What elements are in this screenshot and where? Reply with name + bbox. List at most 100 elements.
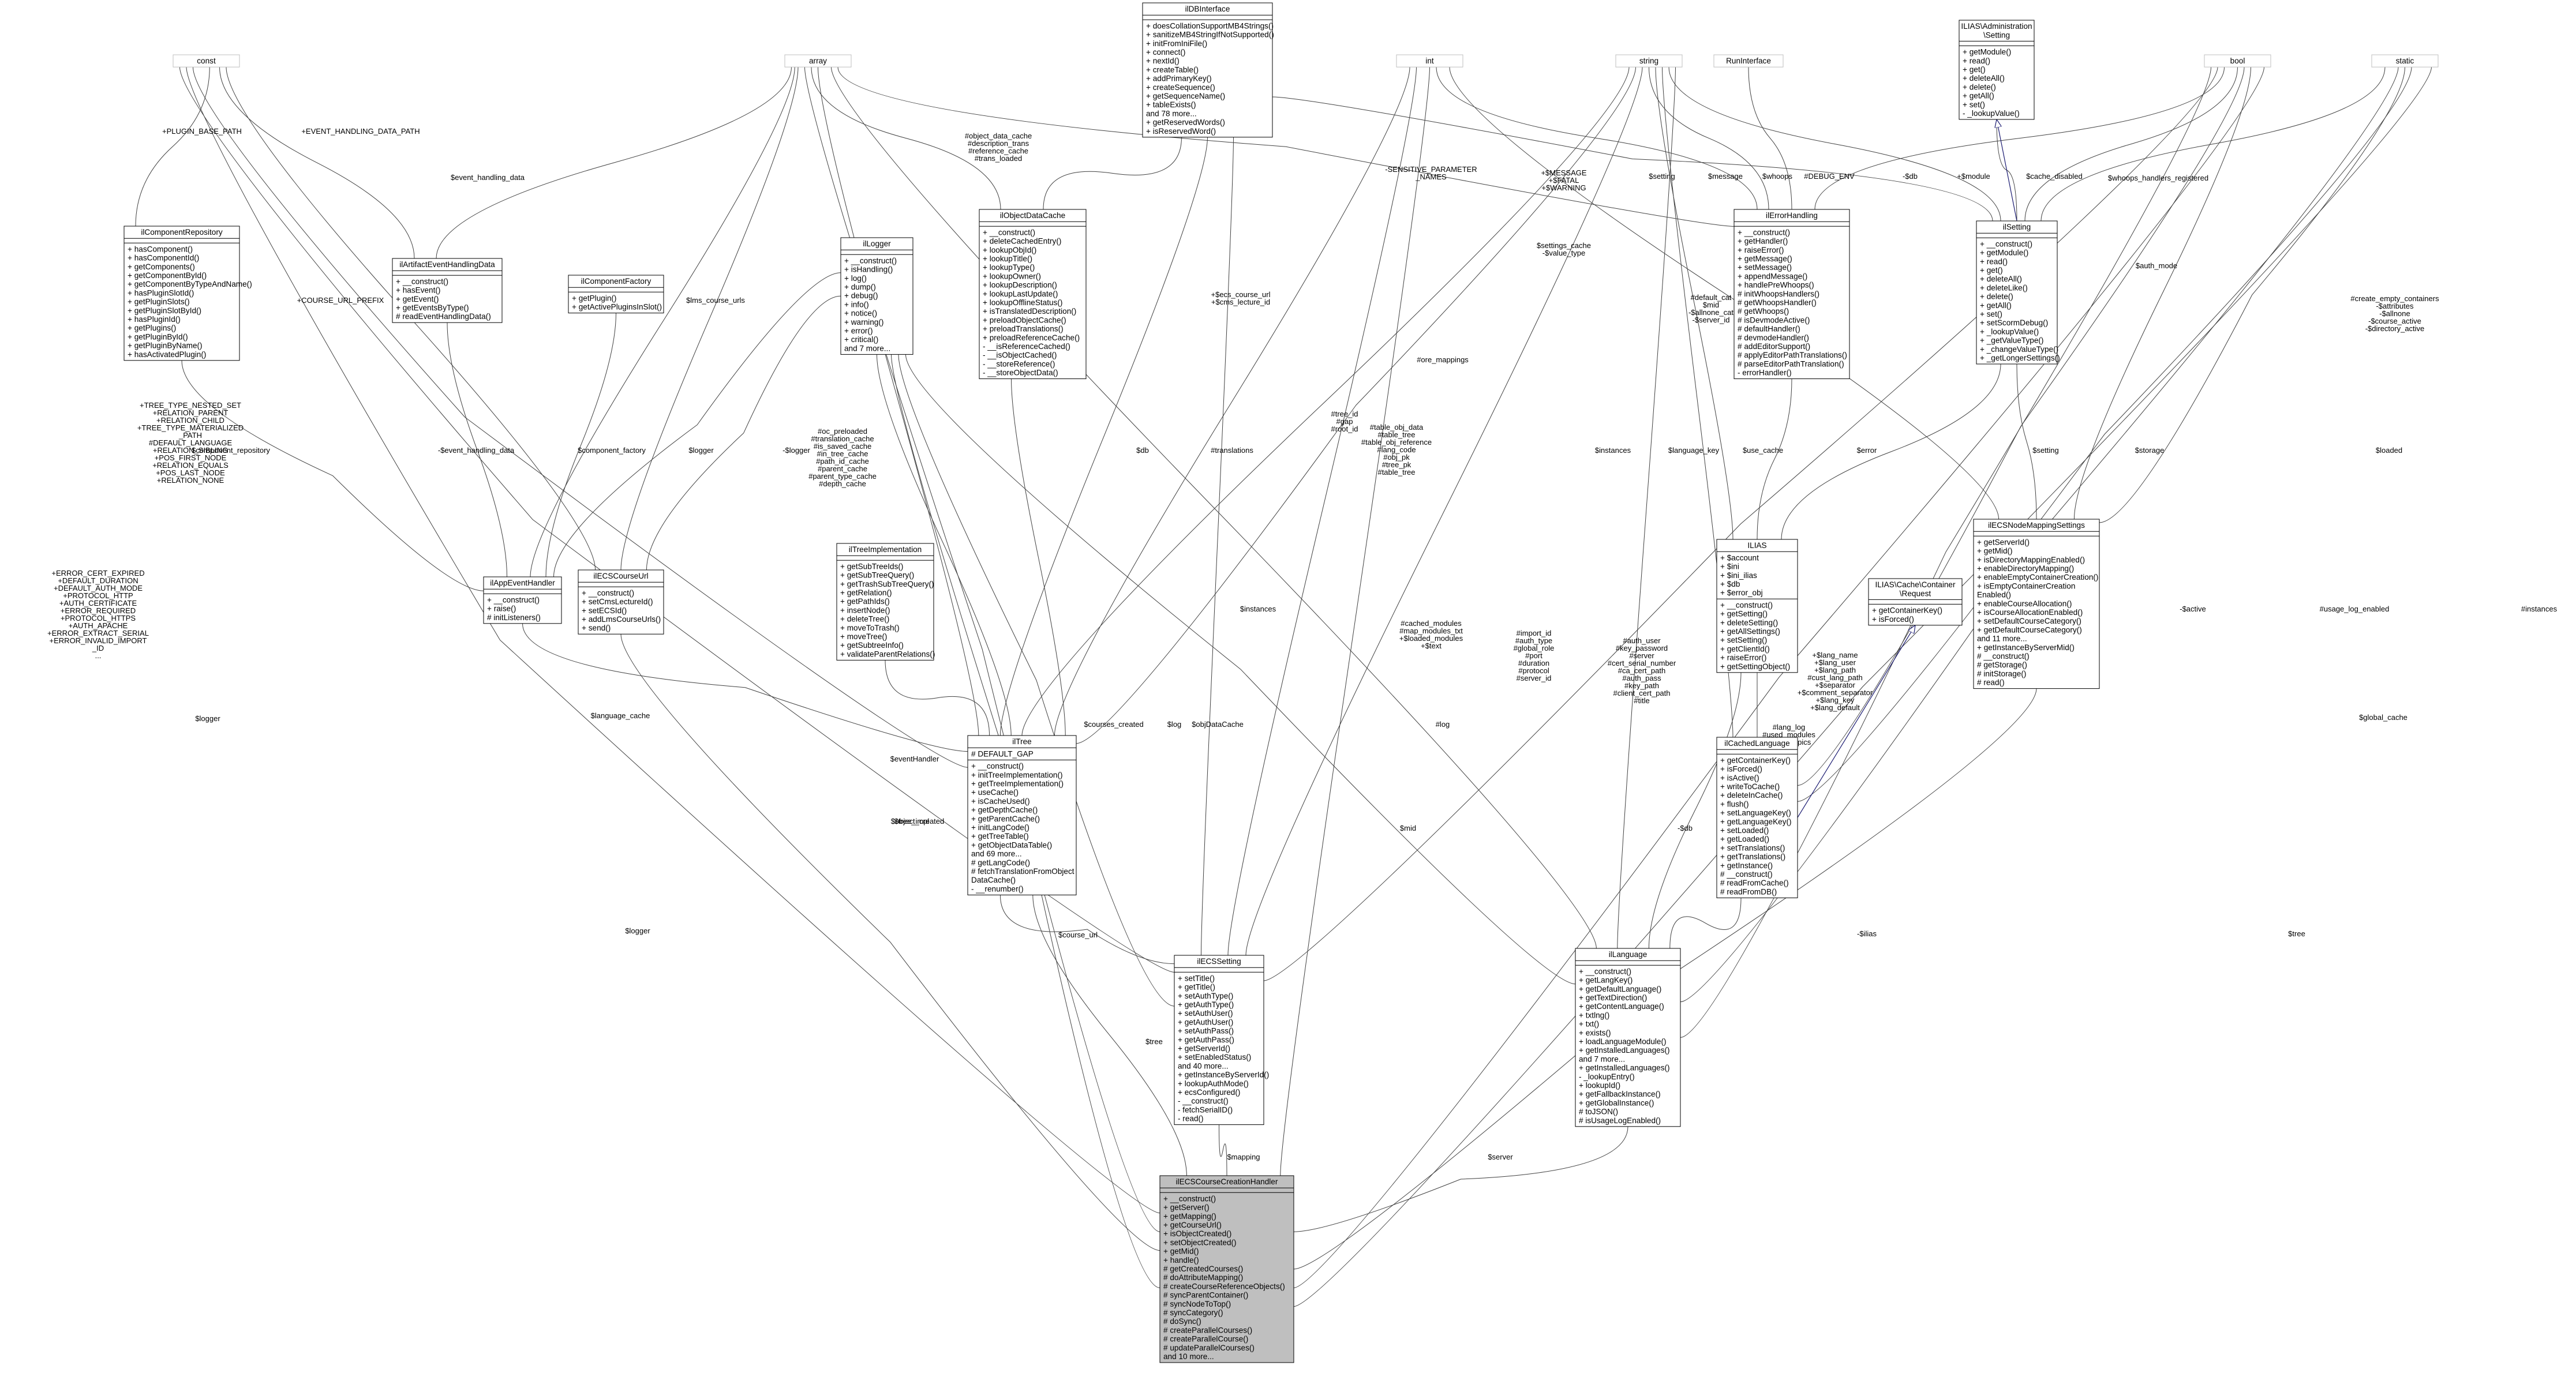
class-method: + ecsConfigured() (1178, 1088, 1240, 1097)
class-method: + isDirectoryMappingEnabled() (1977, 556, 2085, 564)
class-box-frame (1973, 519, 2100, 689)
edge-label-line: +$cms_lecture_id (1211, 298, 1270, 306)
class-box-illanguage[interactable]: ilLanguage+ __construct()+ getLangKey()+… (1575, 948, 1681, 1127)
edge-label-line: $event_handling_data (451, 173, 525, 182)
class-method: # getWhoops() (1738, 307, 1789, 316)
class-method: # initStorage() (1977, 669, 2026, 678)
class-method: # toJSON() (1579, 1108, 1618, 1116)
class-method: + isHandling() (844, 265, 893, 274)
edge-label-line: #gap (1336, 417, 1353, 426)
class-method: + getDepthCache() (971, 806, 1038, 815)
edge-label-line: #table_tree (1377, 468, 1415, 476)
edge-label: +ERROR_CERT_EXPIRED+DEFAULT_DURATION+DEF… (47, 569, 149, 660)
edge-label-line: +ERROR_EXTRACT_SERIAL (47, 629, 149, 637)
class-method: # readEventHandlingData() (396, 312, 491, 321)
class-box-ilecscourseurl[interactable]: ilECSCourseUrl+ __construct()+ setCmsLec… (578, 569, 664, 635)
class-box-ilcomponentrepository[interactable]: ilComponentRepository+ hasComponent()+ h… (123, 226, 252, 361)
class-method: + setAuthUser() (1178, 1009, 1233, 1018)
class-method: + getPluginSlotById() (128, 306, 201, 315)
class-box-ilcachedlanguage[interactable]: ilCachedLanguage+ getContainerKey()+ isF… (1716, 737, 1798, 898)
class-box-iltree[interactable]: ilTree# DEFAULT_GAP+ __construct()+ init… (967, 735, 1077, 895)
class-box-ildbinterface[interactable]: ilDBInterface+ doesCollationSupportMB4St… (1142, 2, 1274, 138)
edge-label: $auth_mode (2136, 261, 2177, 270)
class-box-frame (1976, 220, 2058, 365)
edge-label: $whoops_handlers_registered (2108, 174, 2208, 182)
class-method: + initTreeImplementation() (971, 771, 1063, 779)
class-box-frame (1959, 20, 2035, 120)
edge-label-line: #key_password (1616, 644, 1668, 652)
class-method: and 10 more... (1163, 1352, 1214, 1361)
edge-label: $objDataCache (1192, 720, 1244, 729)
class-box-array[interactable]: array (784, 54, 852, 67)
class-method: + getAuthPass() (1178, 1035, 1234, 1044)
edge-label-line: #DEBUG_ENV (1804, 172, 1855, 181)
class-method: + moveToTrash() (840, 624, 900, 632)
edge-label-line: +$comment_separator (1798, 688, 1873, 697)
class-box-ilias[interactable]: ILIAS+ $account+ $ini+ $ini_ilias+ $db+ … (1716, 539, 1798, 673)
class-method: + getAuthUser() (1178, 1018, 1233, 1026)
class-method: + getMid() (1163, 1247, 1199, 1256)
class-box-iliassetting[interactable]: ILIAS\Administration\Setting+ getModule(… (1959, 20, 2035, 120)
usage-edge (999, 895, 1174, 963)
class-method: + isEmptyContainerCreation (1977, 581, 2075, 590)
class-method: + getAll() (1963, 92, 1994, 100)
class-method: + getInstalledLanguages() (1579, 1064, 1670, 1072)
edge-label: #log (1436, 720, 1450, 729)
class-method: + raiseError() (1738, 246, 1784, 254)
class-method: # isUsageLogEnabled() (1579, 1116, 1661, 1125)
edge-label-line: +ERROR_CERT_EXPIRED (51, 569, 144, 577)
edge-label-line: -$value_type (1542, 249, 1585, 257)
edge-label-line: +POS_FIRST_NODE (155, 453, 227, 462)
class-box-int[interactable]: int (1396, 54, 1463, 67)
class-box-ilecsnodemappingsettings[interactable]: ilECSNodeMappingSettings+ getServerId()+… (1973, 519, 2100, 689)
edge-label-line: $error (1857, 446, 1877, 455)
class-method: + __construct() (487, 595, 540, 604)
edge-label-line: #import_id (1517, 629, 1552, 637)
class-box-ilecssetting[interactable]: ilECSSetting+ setTitle()+ getTitle()+ se… (1174, 955, 1269, 1125)
edge-label: #DEBUG_ENV (1804, 172, 1855, 181)
class-method: + preloadObjectCache() (983, 316, 1066, 324)
class-method: + lookupDescription() (983, 281, 1057, 290)
edge-label: $instances (1595, 446, 1631, 455)
edge-label-line: #cert_serial_number (1608, 659, 1676, 667)
class-method: + error() (844, 327, 873, 335)
class-method: # parseEditorPathTranslation() (1738, 359, 1844, 368)
class-box-static[interactable]: static (2371, 54, 2439, 67)
class-box-ilcomponentfactory[interactable]: ilComponentFactory+ getPlugin()+ getActi… (568, 275, 664, 314)
class-box-cacherequest[interactable]: ILIAS\Cache\Container\Request+ getContai… (1868, 578, 1963, 626)
class-box-ilerrorhandling[interactable]: ilErrorHandling+ __construct()+ getHandl… (1733, 209, 1850, 380)
class-boxes: const array int string RunInterface bool stati… (123, 2, 2439, 1363)
class-method: + getPluginByName() (128, 342, 203, 350)
edge-label-line: +RELATION_CHILD (156, 416, 224, 425)
class-box-illogger[interactable]: ilLogger+ __construct()+ isHandling()+ l… (840, 237, 913, 355)
class-box-string[interactable]: string (1615, 54, 1683, 67)
class-box-ilappeventhandler[interactable]: ilAppEventHandler+ __construct()+ raise(… (483, 576, 562, 624)
class-box-ilobjectdatacache[interactable]: ilObjectDataCache+ __construct()+ delete… (979, 209, 1087, 380)
class-method: + isForced() (1872, 615, 1914, 624)
edge-label-line: -$db (1903, 172, 1918, 181)
class-method: + __construct() (1980, 239, 2032, 248)
class-box-ilecscoursecreationhandler[interactable]: ilECSCourseCreationHandler+ __construct(… (1159, 1175, 1294, 1363)
class-method: + critical() (844, 335, 878, 344)
class-box-runinterface[interactable]: RunInterface (1713, 54, 1784, 67)
edge-label-line: $setting (1649, 172, 1675, 181)
usage-edge (1757, 378, 1792, 539)
class-box-ilsetting[interactable]: ilSetting+ __construct()+ getModule()+ r… (1976, 220, 2060, 365)
usage-edge (136, 67, 210, 226)
usage-edge (2074, 67, 2251, 519)
edge-label-line: #object_data_cache (965, 132, 1032, 140)
class-method: + getPathIds() (840, 597, 890, 606)
edge-label: $cache_disabled (2026, 172, 2083, 181)
edge-label: $server (1488, 1153, 1513, 1161)
class-box-frame (1868, 578, 1963, 626)
edge-label-line: ... (95, 651, 102, 660)
class-box-frame (979, 209, 1087, 380)
class-name: ILIAS\Cache\Container (1875, 580, 1956, 589)
class-box-const[interactable]: const (173, 54, 240, 67)
class-method: + getContainerKey() (1872, 606, 1942, 615)
class-box-bool[interactable]: bool (2204, 54, 2271, 67)
edge-label-line: #client_cert_path (1613, 689, 1670, 697)
class-box-ilartifacteventhandlingdata[interactable]: ilArtifactEventHandlingData+ __construct… (392, 258, 503, 323)
class-box-iltreeimplementation[interactable]: ilTreeImplementation+ getSubTreeIds()+ g… (836, 543, 935, 661)
class-box-frame (784, 54, 852, 67)
